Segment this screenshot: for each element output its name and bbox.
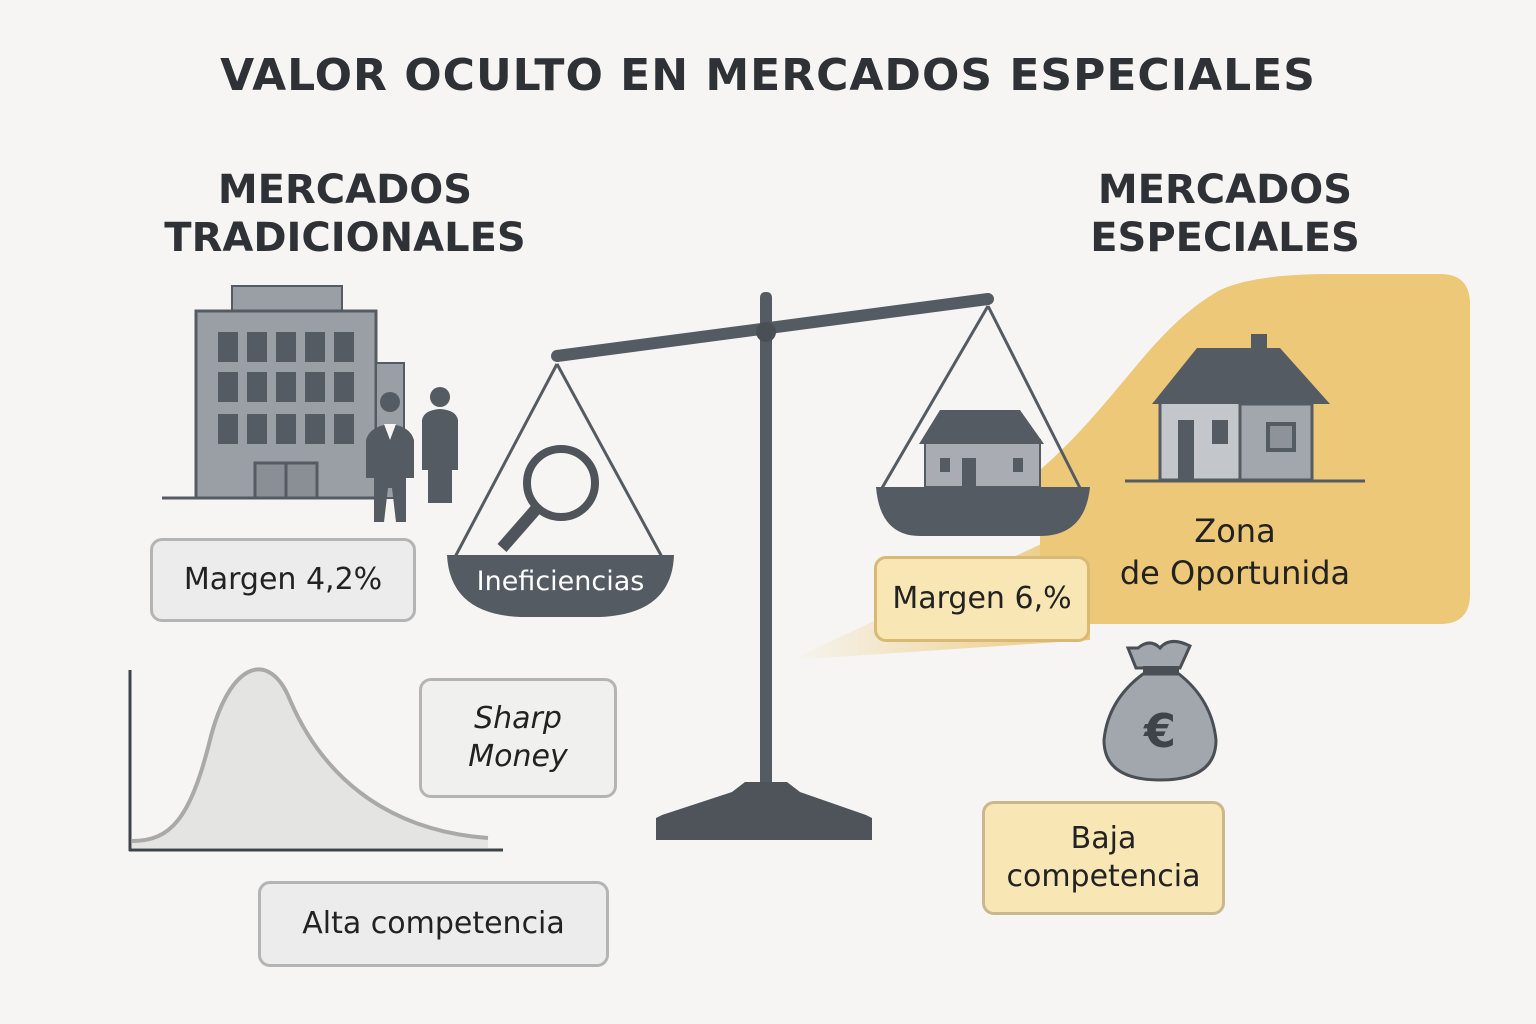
euro-symbol: €: [1143, 704, 1176, 758]
low-competition-line-1: Baja: [1070, 821, 1137, 856]
distribution-curve-chart: [128, 667, 503, 852]
magnifying-glass-icon: [497, 445, 599, 552]
page-title: VALOR OCULTO EN MERCADOS ESPECIALES: [220, 50, 1316, 101]
high-competition-label: Alta competencia: [302, 906, 565, 941]
zone-line-2: de Oportunida: [1119, 554, 1351, 592]
special-markets-heading: MERCADOS ESPECIALES: [1060, 166, 1390, 262]
heading-line-2: ESPECIALES: [1090, 215, 1360, 261]
zone-line-1: Zona: [1194, 512, 1276, 550]
money-bag-euro-icon: [1102, 640, 1218, 782]
heading-line-1: MERCADOS: [1097, 167, 1353, 213]
sharp-money-line-2: Money: [468, 739, 568, 774]
sharp-money-box: Sharp Money: [419, 678, 617, 798]
opportunity-zone-label: Zona de Oportunida: [1100, 510, 1370, 594]
traditional-markets-heading: MERCADOS TRADICIONALES: [140, 166, 550, 262]
traditional-margin-label: Margen 4,2%: [183, 562, 383, 597]
low-competition-box: Baja competencia: [982, 801, 1225, 915]
sharp-money-line-1: Sharp: [474, 701, 562, 736]
traditional-margin-box: Margen 4,2%: [150, 538, 416, 622]
special-margin-box: Margen 6,%: [874, 556, 1090, 642]
low-competition-line-2: competencia: [1006, 859, 1201, 894]
heading-line-1: MERCADOS: [217, 167, 473, 213]
high-competition-box: Alta competencia: [258, 881, 609, 967]
businessmen-icon: [366, 387, 458, 522]
balance-scale-icon: [447, 292, 1090, 840]
small-house-icon: [919, 410, 1044, 488]
inefficiencies-label: Ineficiencias: [476, 566, 645, 597]
heading-line-2: TRADICIONALES: [164, 215, 526, 261]
special-margin-label: Margen 6,%: [892, 581, 1072, 616]
large-house-icon: [1125, 334, 1365, 483]
